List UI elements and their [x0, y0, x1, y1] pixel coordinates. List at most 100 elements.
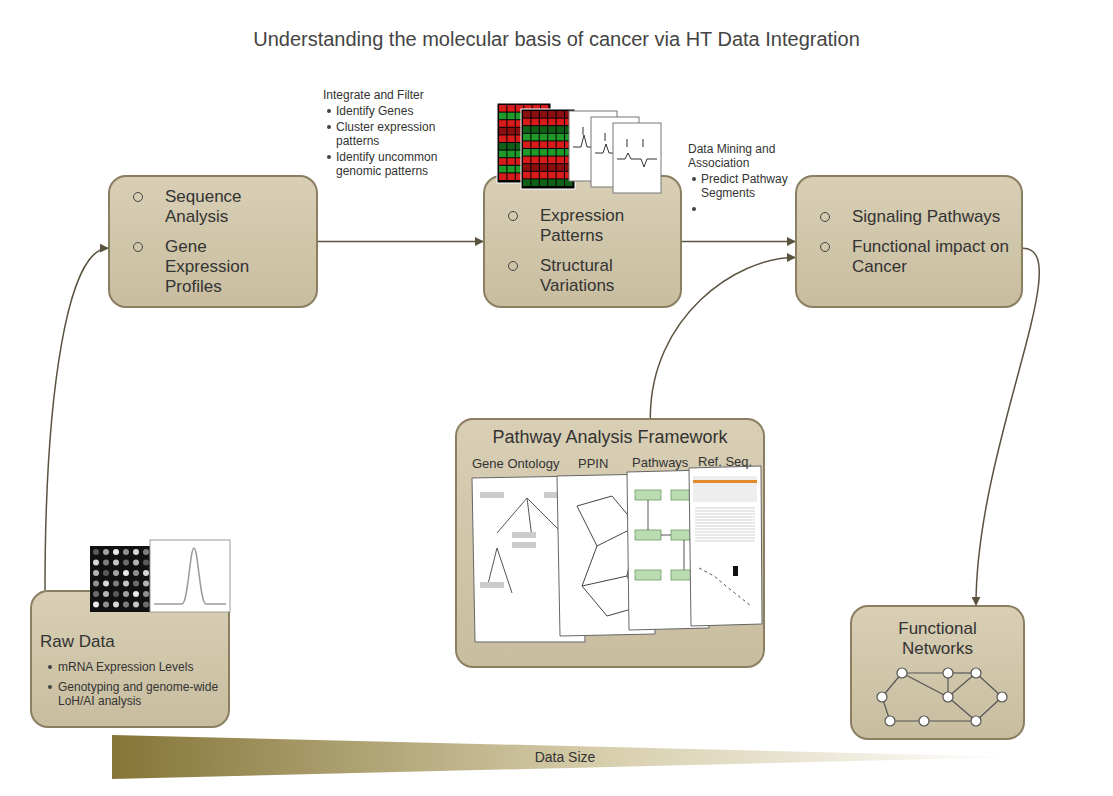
ontology-term	[480, 492, 504, 498]
heatmap-cell	[523, 172, 530, 179]
array-spot	[113, 570, 119, 576]
heatmap-cell	[507, 151, 514, 158]
array-spot	[113, 560, 119, 566]
heatmap-cell	[557, 111, 564, 118]
array-spot	[103, 591, 109, 597]
array-spot	[143, 549, 149, 555]
sequence-row	[695, 526, 755, 527]
heatmap-cell	[499, 135, 506, 142]
heatmap-cell	[548, 172, 555, 179]
heatmap-cell	[557, 149, 564, 156]
sequence-row	[695, 529, 755, 530]
process-box: Sequence AnalysisGene Expression Profile…	[108, 175, 318, 308]
array-spot	[123, 602, 129, 608]
array-spot	[123, 560, 129, 566]
array-spot	[143, 602, 149, 608]
heatmap-cell	[499, 151, 506, 158]
heatmap-cell	[548, 141, 555, 148]
heatmap-cell	[531, 164, 538, 171]
heatmap-cell	[548, 179, 555, 186]
heatmap-cell	[540, 111, 547, 118]
sequence-trace	[699, 568, 751, 606]
heatmap-cell	[548, 134, 555, 141]
network-vertex	[971, 668, 981, 678]
edge-label: Integrate and Filter	[323, 88, 481, 102]
chromatogram-peak	[154, 548, 226, 604]
array-spot	[103, 549, 109, 555]
array-spot	[113, 602, 119, 608]
heatmap-image	[521, 109, 575, 189]
heatmap-cell	[540, 179, 547, 186]
array-spot	[103, 570, 109, 576]
sequence-row	[695, 532, 755, 533]
process-box: Raw DatamRNA Expression LevelsGenotyping…	[30, 590, 230, 728]
array-spot	[133, 560, 139, 566]
array-spot	[143, 560, 149, 566]
sheet-label: Ref. Seq.	[698, 454, 752, 469]
heatmap-cell	[540, 172, 547, 179]
heatmap-cell	[540, 134, 547, 141]
ppin-link	[577, 496, 612, 506]
array-spot	[143, 570, 149, 576]
array-spot	[123, 549, 129, 555]
array-spot	[103, 581, 109, 587]
sequence-row	[695, 511, 755, 512]
diagram-title: Understanding the molecular basis of can…	[0, 28, 1113, 51]
bullet-text: mRNA Expression Levels	[50, 660, 220, 674]
heatmap-cell	[557, 126, 564, 133]
connector-arrow	[45, 248, 108, 590]
heatmap-cell	[548, 149, 555, 156]
heatmap-cell	[540, 126, 547, 133]
axis-label: Data Size	[505, 749, 625, 765]
pathway-element	[635, 570, 661, 580]
heatmap-cell	[548, 164, 555, 171]
array-spot	[143, 591, 149, 597]
heatmap-cell	[499, 128, 506, 135]
array-spot	[123, 581, 129, 587]
heatmap-cell	[531, 126, 538, 133]
heatmap-cell	[531, 179, 538, 186]
heatmap-cell	[499, 105, 506, 112]
heatmap-cell	[557, 119, 564, 126]
array-spot	[133, 602, 139, 608]
heatmap-cell	[531, 172, 538, 179]
network-link	[902, 673, 948, 697]
heatmap-cell	[540, 141, 547, 148]
heatmap-cell	[531, 149, 538, 156]
network-link	[902, 672, 948, 673]
heatmap-cell	[499, 158, 506, 165]
ppin-link	[582, 576, 627, 586]
item-text: Expression Patterns	[540, 206, 665, 246]
bullet-label: Identify uncommon genomic patterns	[327, 150, 481, 178]
heatmap-cell	[523, 157, 530, 164]
array-spot	[133, 549, 139, 555]
heatmap-cell	[523, 134, 530, 141]
ontology-tree	[487, 498, 562, 593]
array-spot	[93, 560, 99, 566]
sheet-label: PPIN	[578, 456, 608, 471]
heatmap-cell	[507, 113, 514, 120]
bullet-label: Cluster expression patterns	[327, 120, 481, 148]
array-spot	[133, 570, 139, 576]
plot-flag	[627, 139, 643, 147]
sequence-row	[695, 520, 755, 521]
item-text: Sequence Analysis	[165, 187, 290, 227]
array-spot	[103, 602, 109, 608]
chromatogram-sheet	[150, 540, 230, 612]
network-vertex	[885, 716, 895, 726]
label-group: Integrate and FilterIdentify GenesCluste…	[323, 88, 481, 180]
heatmap-cell	[548, 119, 555, 126]
heatmap-cell	[557, 141, 564, 148]
heatmap-cell	[523, 149, 530, 156]
connector-arrow	[682, 241, 795, 243]
heatmap-cell	[531, 134, 538, 141]
process-box: Signaling PathwaysFunctional impact on C…	[795, 175, 1023, 308]
heatmap-cell	[523, 164, 530, 171]
label-group: Data Mining and AssociationPredict Pathw…	[688, 142, 796, 216]
heatmap-cell	[540, 149, 547, 156]
array-spot	[93, 591, 99, 597]
heatmap-cell	[531, 141, 538, 148]
sequence-row	[695, 541, 755, 542]
network-link	[924, 720, 976, 721]
